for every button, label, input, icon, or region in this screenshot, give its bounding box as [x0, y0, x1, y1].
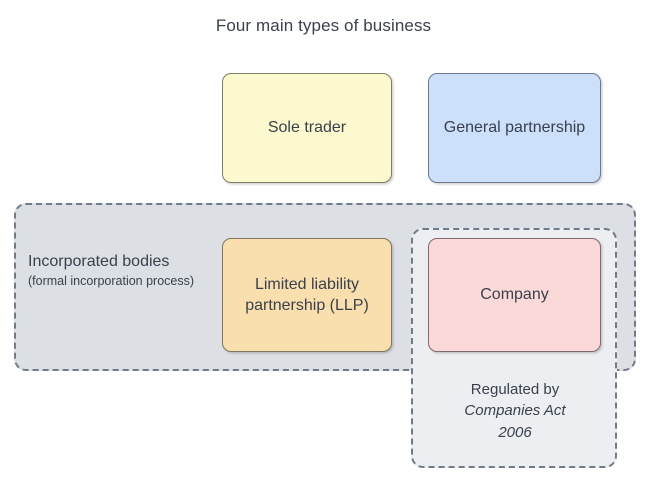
regulated-caption-act-year: 2006: [498, 423, 532, 441]
group-label-title: Incorporated bodies: [28, 253, 170, 270]
entity-label-general-partnership: General partnership: [443, 119, 586, 137]
regulated-caption-act-name: Companies Act: [464, 402, 566, 420]
group-label-incorporated-bodies: Incorporated bodies (formal incorporatio…: [28, 252, 218, 289]
entity-label-sole-trader: Sole trader: [267, 119, 347, 137]
entity-label-limited-liability-partnership: Limited liability partnership (LLP): [245, 275, 369, 314]
group-label-sublabel: (formal incorporation process): [28, 274, 195, 289]
regulated-caption-line1: Regulated by: [470, 381, 560, 398]
entity-box-limited-liability-partnership[interactable]: Limited liability partnership (LLP): [222, 238, 392, 352]
entity-label-company: Company: [480, 286, 549, 304]
entity-box-general-partnership[interactable]: General partnership: [428, 73, 601, 183]
entity-box-company[interactable]: Company: [428, 238, 601, 352]
group-caption-regulated-by: Regulated by Companies Act 2006: [420, 379, 610, 443]
page-title: Four main types of business: [215, 16, 432, 35]
entity-box-sole-trader[interactable]: Sole trader: [222, 73, 392, 183]
